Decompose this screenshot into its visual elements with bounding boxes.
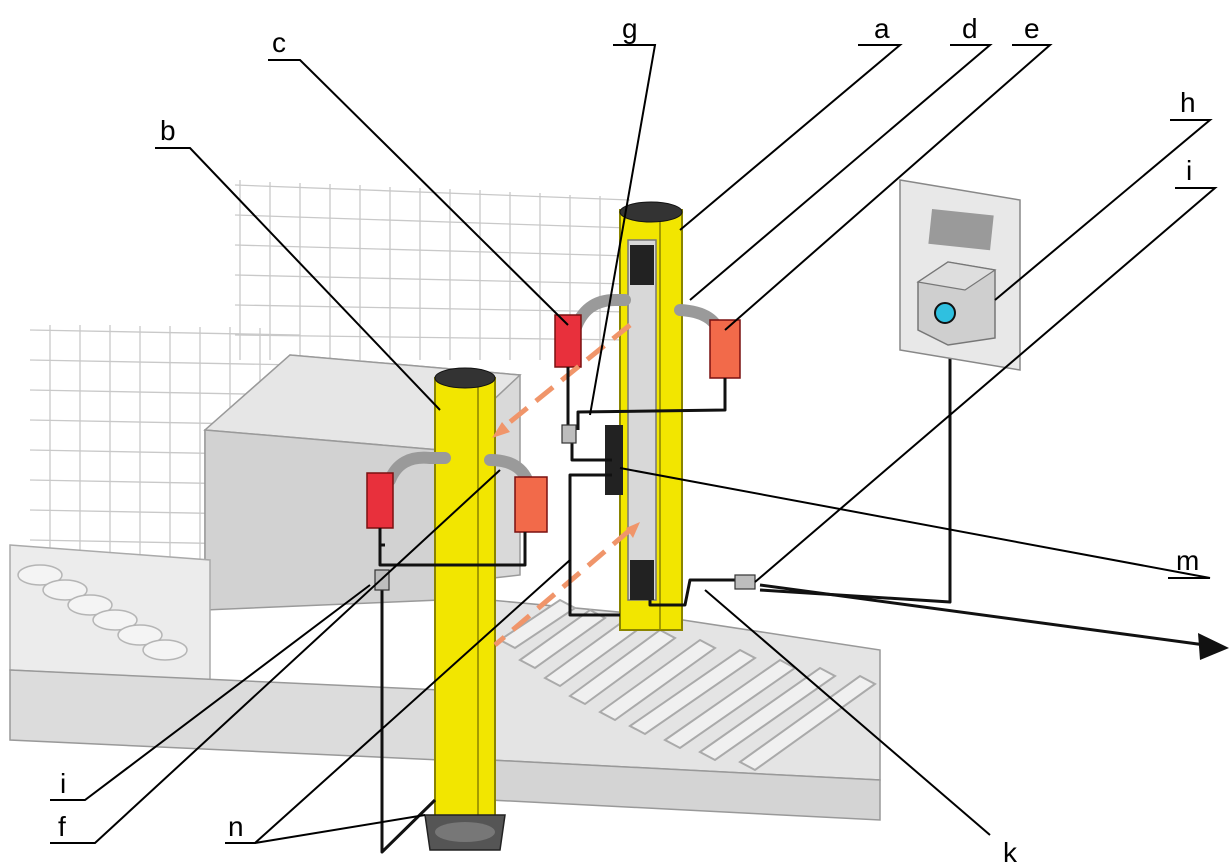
muting-beams (493, 323, 632, 647)
light-curtain-column-receiver (619, 201, 683, 631)
muting-module (605, 425, 623, 495)
callout-label-a: a (874, 13, 890, 44)
callout-label-b: b (160, 115, 176, 146)
reset-button-icon (934, 302, 956, 324)
callout-label-m: m (1176, 545, 1199, 576)
callout-label-i-left: i (60, 768, 66, 799)
roller-conveyor-left (9, 544, 441, 761)
callout-label-d: d (962, 13, 978, 44)
callout-label-e: e (1024, 13, 1040, 44)
callout-label-f: f (58, 811, 66, 842)
output-arrow (759, 583, 1206, 647)
callout-label-k: k (1003, 837, 1018, 864)
callout-label-n: n (228, 811, 244, 842)
fence-grid-back (234, 180, 631, 360)
callout-label-g: g (622, 13, 638, 44)
beam-arrowheads (492, 422, 640, 538)
callout-label-c: c (272, 27, 286, 58)
roller-conveyor-right (489, 598, 881, 821)
control-panel (899, 179, 1021, 371)
callout-leader-lines (50, 44, 1218, 844)
light-curtain-column-transmitter (424, 367, 506, 851)
output-arrowhead (1198, 633, 1229, 660)
callout-label-i-top: i (1186, 155, 1192, 186)
callout-label-h: h (1180, 87, 1196, 118)
